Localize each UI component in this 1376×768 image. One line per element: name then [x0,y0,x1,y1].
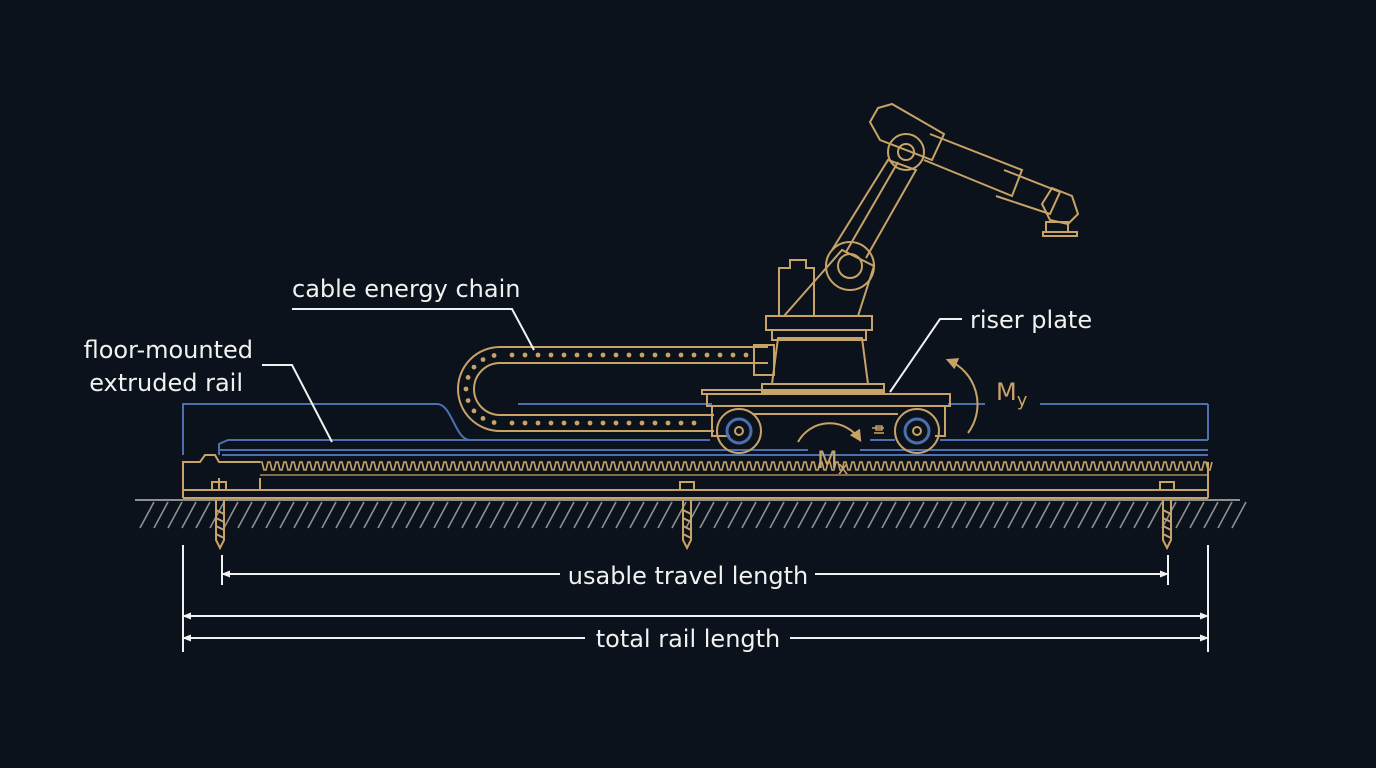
label-cable-energy-chain: cable energy chain [292,275,520,303]
label-moment-y: My [996,378,1028,411]
floor-rail-base [182,454,1213,499]
anchor-bolt-left [211,481,227,551]
carriage-guide-rail [182,403,1209,456]
anchor-bolt-right [1159,481,1175,551]
anchor-bolt-middle [679,481,695,551]
upper-arm [831,158,918,259]
chain-links [463,352,749,426]
dimension-lines [182,545,1209,652]
anchor-bolts [211,481,1175,551]
elbow-joint [868,102,946,171]
cable-energy-chain [457,346,768,432]
moment-y-symbol: M [996,378,1017,406]
carriage [706,393,951,454]
gear-rack [260,461,1213,471]
ground [135,499,1247,529]
label-usable-travel-length: usable travel length [568,562,808,590]
leader-lines [262,308,962,443]
wheel-left [716,408,762,454]
riser-plate [701,315,885,395]
shoulder-joint [825,241,875,291]
ground-hatching [139,501,1247,529]
moment-y-subscript: y [1017,390,1028,411]
moment-y-arrow [945,358,979,434]
moment-x-symbol: M [817,446,838,474]
leader-floor-rail [262,364,333,443]
label-floor-rail-line2: extruded rail [89,369,243,397]
wrist-joint [1040,186,1080,237]
label-total-rail-length: total rail length [596,625,781,653]
leader-cable-energy-chain [292,308,535,351]
robot-arm [778,102,1080,317]
moment-x-arrow [797,422,862,443]
labels: cable energy chain floor-mounted extrude… [84,275,1092,653]
wheel-right [894,408,940,454]
moment-x-subscript: x [838,458,849,479]
label-floor-rail-line1: floor-mounted [84,336,253,364]
label-moment-x: Mx [817,446,849,479]
leader-riser-plate [889,318,962,393]
forearm [923,133,1062,216]
label-riser-plate: riser plate [970,306,1092,334]
